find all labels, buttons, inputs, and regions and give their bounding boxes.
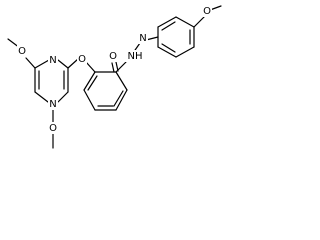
svg-text:O: O [109, 51, 117, 62]
pyrimidine-ring [34, 59, 69, 103]
atom-o-ether: O [77, 53, 87, 65]
bond-carbonyl-double-b [115, 61, 119, 72]
atom-o-left-lower: O [48, 122, 58, 134]
structure-diagram: O N NH O O N N O O [0, 0, 223, 164]
svg-text:N: N [49, 99, 56, 110]
atom-o-top: O [202, 5, 212, 17]
methoxyphenyl-ring [157, 16, 195, 58]
benzene-ring [83, 71, 128, 111]
bond-ring-o-top [193, 15, 206, 28]
bond-pyr-o-upper [25, 57, 36, 69]
svg-text:O: O [78, 54, 86, 65]
svg-text:O: O [18, 46, 26, 57]
atom-n-pyr-lower: N [48, 98, 58, 110]
atom-o-carbonyl: O [108, 50, 118, 62]
atom-o-left-upper: O [17, 45, 27, 57]
svg-text:N: N [139, 33, 146, 44]
svg-text:N: N [49, 55, 56, 66]
atom-nh1: NH [125, 50, 145, 62]
bond-carbonyl-double-a [111, 62, 115, 73]
bond-ether-pyrimidine [67, 58, 79, 69]
molecule-drawing: O N NH O O N N O O [7, 5, 222, 149]
svg-text:O: O [49, 123, 57, 134]
svg-text:NH: NH [128, 51, 143, 62]
svg-text:O: O [203, 6, 211, 17]
atom-n-pyr-upper: N [48, 54, 58, 66]
bond-benzene-ether [85, 61, 96, 73]
atom-n2: N [138, 32, 148, 44]
